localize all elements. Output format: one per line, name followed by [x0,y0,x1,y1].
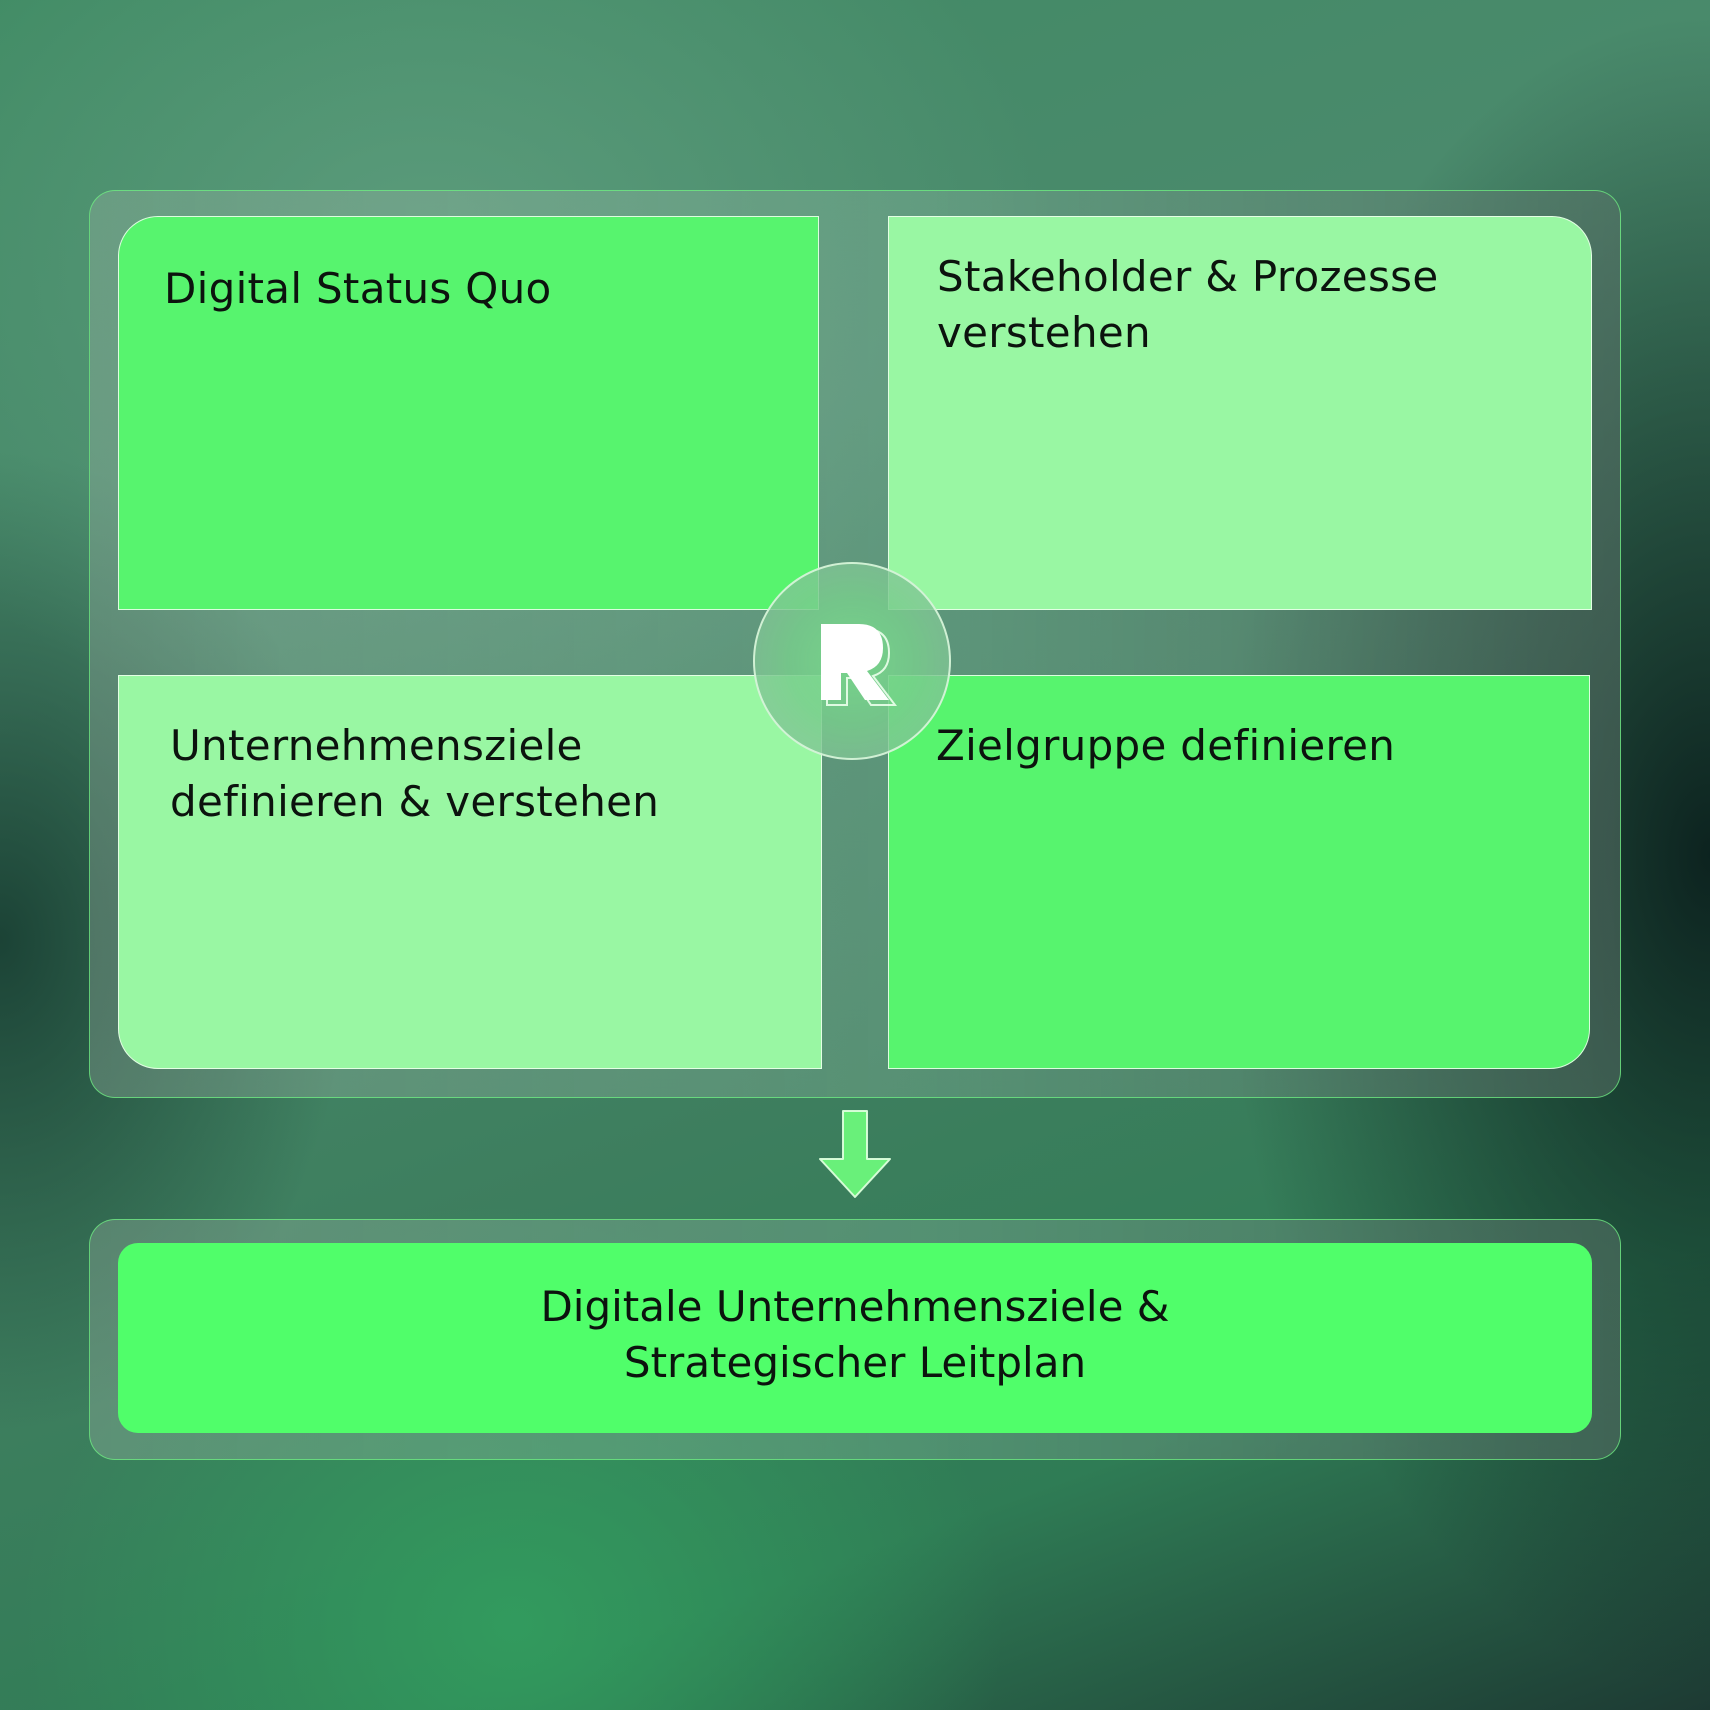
quadrant-zielgruppe: Zielgruppe definieren [888,675,1590,1069]
center-logo [753,562,951,760]
result-box: Digitale Unternehmensziele & Strategisch… [118,1243,1592,1433]
quadrant-stakeholder-prozesse: Stakeholder & Prozesse verstehen [888,216,1592,610]
arrow-down-icon [819,1110,891,1198]
quadrant-digital-status-quo: Digital Status Quo [118,216,819,610]
quadrant-label: Stakeholder & Prozesse verstehen [937,252,1439,357]
result-label: Digitale Unternehmensziele & Strategisch… [540,1282,1170,1387]
quadrant-label: Digital Status Quo [164,264,552,313]
quadrant-label: Zielgruppe definieren [936,721,1396,770]
quadrant-label: Unternehmensziele definieren & verstehen [170,721,660,826]
quadrant-unternehmensziele: Unternehmensziele definieren & verstehen [118,675,822,1069]
r-logo-icon [821,624,898,706]
